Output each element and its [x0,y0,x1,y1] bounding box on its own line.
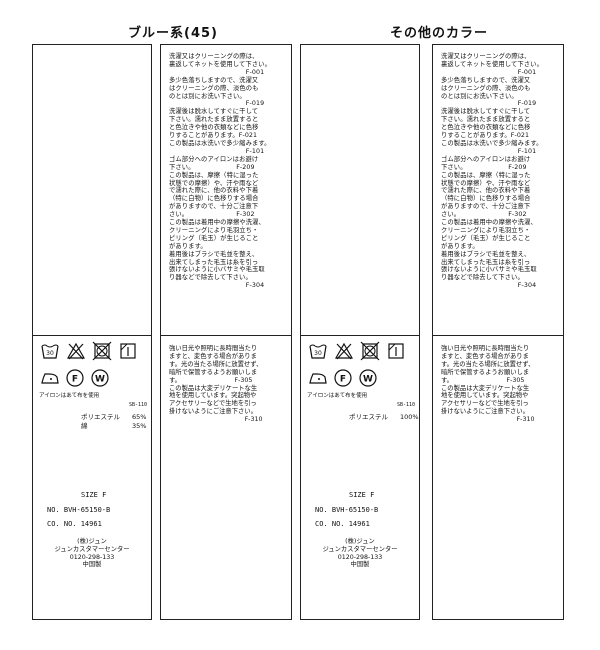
fiber-name: 綿 [81,421,88,430]
tag-divider [33,335,151,336]
care-symbols-row: 30 [308,341,406,361]
fiber-name: ポリエステル [81,413,120,421]
svg-text:30: 30 [314,350,322,357]
iron-low-icon [309,373,327,384]
care-instructions-upper: 洗濯又はクリーニングの際は、 裏返してネットを使用して下さい。 F-001 多少… [169,53,271,290]
fiber-composition: ポリエステル 100% [349,413,419,422]
line-dry-shade-icon [120,343,136,359]
svg-text:30: 30 [46,350,54,357]
wash-30-icon: 30 [309,344,327,359]
wash-30-icon: 30 [41,344,59,359]
tag-divider [433,335,563,336]
care-symbols-row: 30 [40,341,138,361]
care-symbols-row-2: F W [308,368,378,388]
sb-code: SB-110 [397,402,416,408]
care-tag-back-other: 洗濯又はクリーニングの際は、 裏返してネットを使用して下さい。 F-001 多少… [432,44,564,620]
heading-blue: ブルー系(45) [128,26,218,41]
iron-note: アイロンはあて布を使用 [39,393,100,399]
fiber-name: ポリエステル [349,413,388,421]
sb-code: SB-110 [129,402,148,408]
size-label: SIZE F [349,491,375,499]
no-tumble-dry-icon [92,341,112,361]
maker-info: (株)ジュン ジュンカスタマーセンター 0120-298-133 中国製 [322,538,398,569]
fiber-pct: 35% [132,421,147,430]
company-number: CO. NO. 14961 [315,520,370,528]
tag-divider [161,335,291,336]
fiber-pct: 100% [400,413,419,421]
iron-low-icon [41,373,59,384]
maker-info: (株)ジュン ジュンカスタマーセンター 0120-298-133 中国製 [54,538,130,569]
svg-text:F: F [340,375,346,385]
care-tag-back-blue: 洗濯又はクリーニングの際は、 裏返してネットを使用して下さい。 F-001 多少… [160,44,292,620]
dry-clean-f-icon: F [66,369,84,387]
heading-other-colors: その他のカラー [390,26,489,41]
wet-clean-w-icon: W [359,369,377,387]
care-tag-front-blue: 30 F W アイロンはあて布を使用 SB-110 ポリエステル 65% 綿 35%… [32,44,152,620]
product-number: NO. BVH-65150-B [315,506,379,514]
line-dry-shade-icon [388,343,404,359]
no-bleach-icon [334,342,354,360]
product-number: NO. BVH-65150-B [47,506,111,514]
no-tumble-dry-icon [360,341,380,361]
fiber-composition: ポリエステル 65% 綿 35% [81,413,146,430]
company-number: CO. NO. 14961 [47,520,102,528]
dry-clean-f-icon: F [334,369,352,387]
size-label: SIZE F [81,491,107,499]
care-instructions-lower: 強い日光や照明に長時間当たり ますと、変色する場合がありま す。光の当たる場所に… [441,345,535,424]
wet-clean-w-icon: W [91,369,109,387]
no-bleach-icon [66,342,86,360]
svg-text:W: W [363,375,373,385]
svg-text:F: F [72,375,78,385]
svg-text:W: W [95,375,105,385]
fiber-pct: 65% [132,413,147,421]
tag-divider [301,335,419,336]
care-instructions-lower: 強い日光や照明に長時間当たり ますと、変色する場合がありま す。光の当たる場所に… [169,345,263,424]
care-symbols-row-2: F W [40,368,110,388]
iron-note: アイロンはあて布を使用 [307,393,368,399]
care-instructions-upper: 洗濯又はクリーニングの際は、 裏返してネットを使用して下さい。 F-001 多少… [441,53,543,290]
care-tag-front-other: 30 F W アイロンはあて布を使用 SB-110 ポリエステル 100% SIZ… [300,44,420,620]
